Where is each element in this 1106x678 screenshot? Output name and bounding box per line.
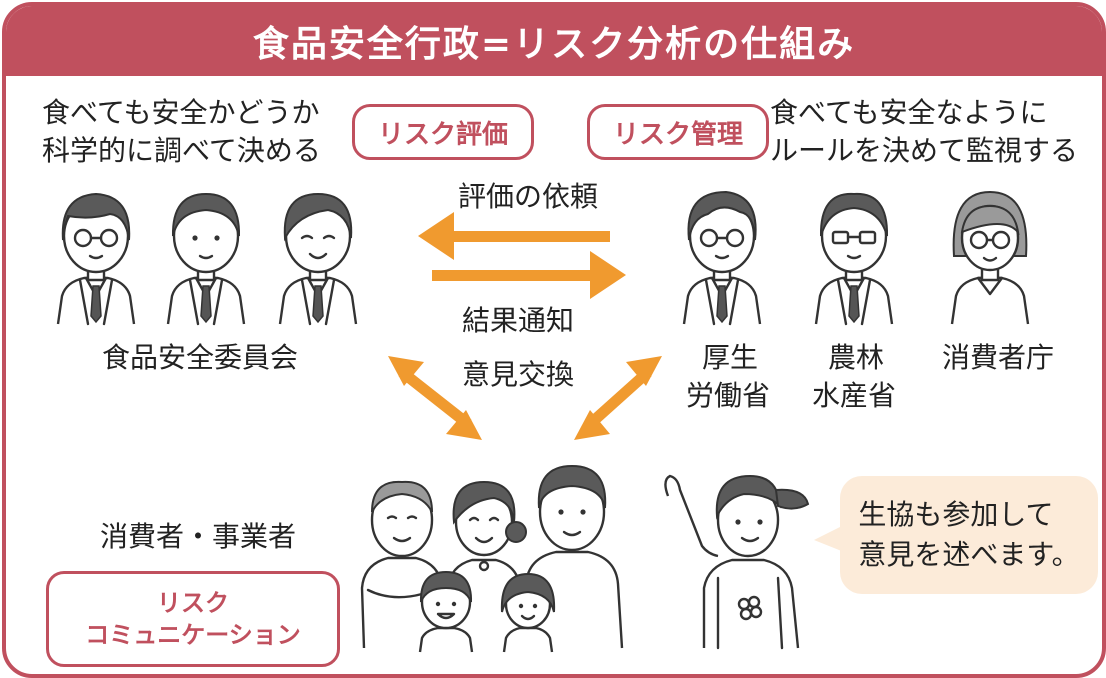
risk-communication-line2: コミュニケーション xyxy=(85,621,301,649)
commission-person-1 xyxy=(56,192,136,326)
exchange-arrow-right xyxy=(574,356,662,440)
assessment-org-label: 食品安全委員会 xyxy=(102,341,299,374)
management-desc-line2: ルールを決めて監視する xyxy=(770,134,1079,167)
risk-communication-badge: リスク コミュニケーション xyxy=(46,571,340,667)
risk-assessment-badge: リスク評価 xyxy=(352,104,534,160)
commission-person-2 xyxy=(166,192,246,326)
ministry-person-mhlw xyxy=(682,190,762,326)
illustration-layer xyxy=(56,190,1030,653)
consumers-label: 消費者・事業者 xyxy=(100,520,297,553)
arrow-label-request: 評価の依頼 xyxy=(458,180,599,213)
risk-communication-line1: リスク xyxy=(157,589,229,617)
org-maff-line1: 農林 xyxy=(828,341,885,374)
coop-staff-person xyxy=(664,474,810,650)
risk-management-badge: リスク管理 xyxy=(587,104,769,160)
diagram-title: 食品安全行政=リスク分析の仕組み xyxy=(252,24,856,65)
title-banner: 食品安全行政=リスク分析の仕組み xyxy=(6,6,1102,76)
exchange-arrow-left xyxy=(388,356,482,440)
result-arrow xyxy=(432,251,626,299)
org-caa: 消費者庁 xyxy=(942,341,1055,374)
commission-person-3 xyxy=(278,192,358,326)
speech-line2: 意見を述べます。 xyxy=(858,538,1080,571)
request-arrow xyxy=(418,212,610,260)
org-maff-line2: 水産省 xyxy=(812,379,897,412)
speech-line1: 生協も参加して xyxy=(858,498,1054,531)
risk-assessment-badge-label: リスク評価 xyxy=(377,119,508,150)
speech-bubble-tail xyxy=(814,526,844,552)
assessment-desc-line2: 科学的に調べて決める xyxy=(42,134,321,167)
arrow-label-exchange: 意見交換 xyxy=(462,358,575,391)
management-desc-line1: 食べても安全なように xyxy=(770,96,1048,129)
assessment-desc-line1: 食べても安全かどうか xyxy=(42,96,320,129)
risk-management-badge-label: リスク管理 xyxy=(612,119,743,150)
consumer-family xyxy=(360,464,624,653)
arrow-label-result: 結果通知 xyxy=(462,304,575,337)
org-mhlw-line2: 労働省 xyxy=(686,379,771,412)
org-mhlw-line1: 厚生 xyxy=(702,341,759,374)
ministry-person-caa xyxy=(950,190,1030,325)
ministry-person-maff xyxy=(814,192,894,326)
speech-bubble: 生協も参加して 意見を述べます。 xyxy=(840,476,1098,594)
